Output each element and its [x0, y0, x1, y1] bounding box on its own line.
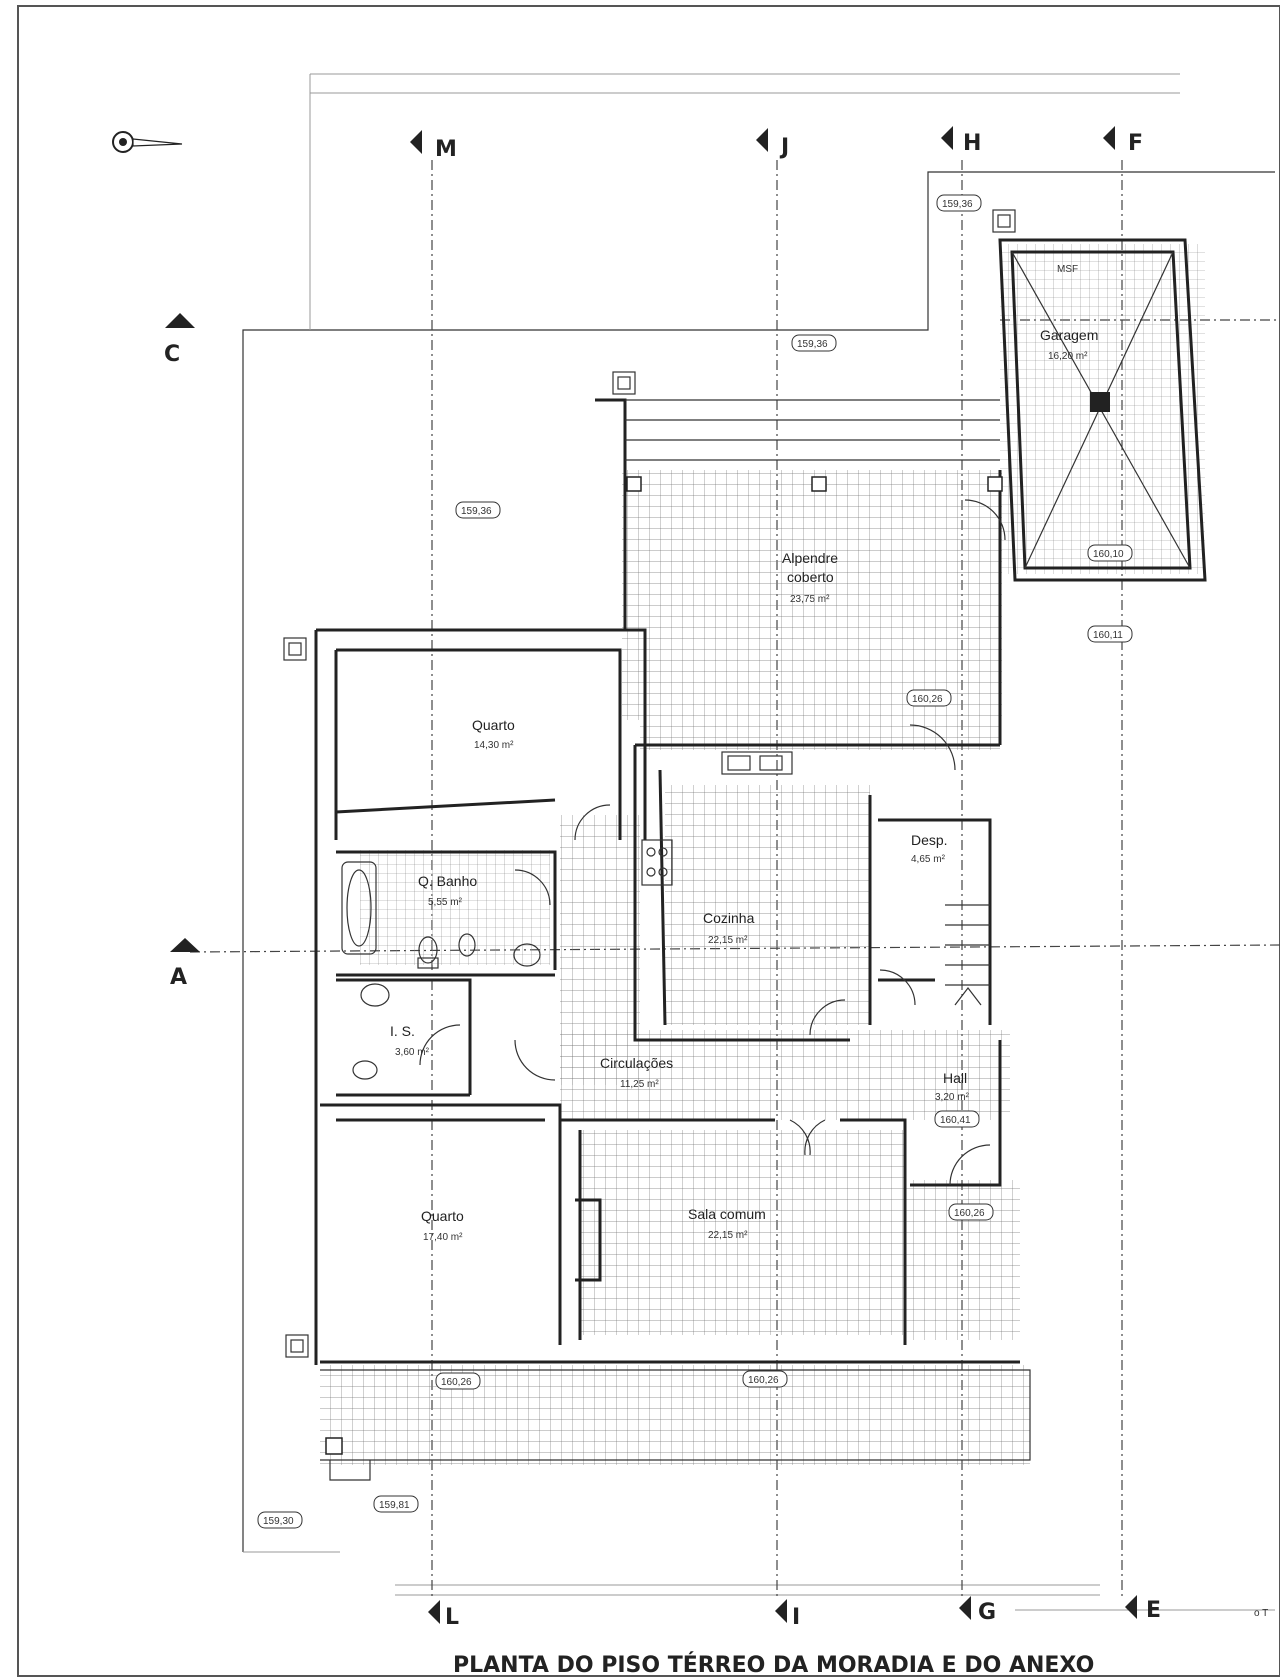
bidet-icon — [458, 933, 476, 957]
room-label-desp: Desp. 4,65 m² — [911, 832, 948, 865]
svg-text:11,25 m²: 11,25 m² — [620, 1079, 659, 1090]
axis-label: H — [963, 131, 981, 156]
north-arrow-icon — [112, 131, 183, 153]
svg-text:159,36: 159,36 — [797, 339, 828, 350]
svg-text:159,30: 159,30 — [263, 1516, 294, 1527]
msf-label: MSF — [1057, 264, 1078, 275]
svg-text:3,20 m²: 3,20 m² — [935, 1092, 970, 1103]
site-boundary-lower — [243, 1551, 1275, 1611]
svg-text:Garagem: Garagem — [1040, 327, 1098, 343]
svg-text:Quarto: Quarto — [421, 1208, 464, 1224]
svg-text:Cozinha: Cozinha — [703, 910, 755, 926]
room-label-quarto-2: Quarto 17,40 m² — [421, 1208, 464, 1243]
room-label-alpendre: Alpendre coberto 23,75 m² — [782, 550, 838, 605]
section-marker-a: A — [170, 938, 200, 990]
axis-label: J — [779, 135, 789, 160]
site-boundary — [242, 171, 1275, 1552]
svg-text:23,75 m²: 23,75 m² — [790, 594, 830, 605]
svg-text:14,30 m²: 14,30 m² — [474, 740, 514, 751]
svg-text:3,60 m²: 3,60 m² — [395, 1047, 430, 1058]
svg-text:159,81: 159,81 — [379, 1500, 410, 1511]
axis-marker-top-j: J — [756, 128, 789, 160]
room-label-circulacoes: Circulações 11,25 m² — [600, 1055, 673, 1090]
corner-note: o T — [1254, 1608, 1268, 1619]
house-walls — [314, 398, 1031, 1481]
plan-title: PLANTA DO PISO TÉRREO DA MORADIA E DO AN… — [453, 1652, 1094, 1678]
svg-text:4,65 m²: 4,65 m² — [911, 854, 946, 865]
dimension-lines-bottom — [395, 1584, 1100, 1596]
axis-label: G — [978, 1600, 996, 1625]
room-label-is: I. S. 3,60 m² — [390, 1023, 430, 1058]
room-label-q-banho: Q. Banho 5,55 m² — [418, 873, 477, 908]
svg-text:I. S.: I. S. — [390, 1023, 415, 1039]
axis-marker-bottom-l: L — [428, 1600, 459, 1630]
door-swings — [419, 724, 991, 1186]
room-label-cozinha: Cozinha 22,15 m² — [703, 910, 755, 946]
axis-marker-bottom-g: G — [959, 1596, 996, 1625]
section-label: C — [164, 342, 180, 367]
axis-label: E — [1146, 1598, 1161, 1623]
section-marker-c: C — [164, 313, 195, 367]
axis-label: M — [435, 137, 457, 162]
kitchen-sink-icon — [721, 751, 793, 775]
axis-label: I — [792, 1605, 800, 1630]
axis-label: F — [1128, 131, 1143, 156]
stair-icon — [945, 904, 990, 1006]
garage-walls — [964, 238, 1207, 582]
svg-text:160,11: 160,11 — [1093, 630, 1123, 641]
stove-icon — [641, 839, 673, 886]
svg-text:159,36: 159,36 — [461, 506, 492, 517]
wc-toilet-icon — [352, 1060, 378, 1080]
room-label-garagem: Garagem 16,20 m² — [1040, 327, 1098, 362]
svg-text:Hall: Hall — [943, 1070, 967, 1086]
svg-text:coberto: coberto — [787, 569, 834, 585]
svg-text:160,41: 160,41 — [940, 1115, 971, 1126]
page-border — [17, 5, 1280, 1677]
axis-marker-top-h: H — [941, 126, 981, 156]
svg-text:160,26: 160,26 — [912, 694, 943, 705]
axis-marker-top-m: M — [410, 130, 457, 162]
axis-marker-bottom-i: I — [775, 1599, 800, 1630]
svg-text:16,20 m²: 16,20 m² — [1048, 351, 1088, 362]
svg-text:Sala comum: Sala comum — [688, 1206, 766, 1222]
svg-text:17,40 m²: 17,40 m² — [423, 1232, 463, 1243]
svg-text:Desp.: Desp. — [911, 832, 948, 848]
svg-text:5,55 m²: 5,55 m² — [428, 897, 463, 908]
svg-text:160,26: 160,26 — [954, 1208, 985, 1219]
room-label-hall: Hall 3,20 m² — [935, 1070, 970, 1103]
svg-text:160,10: 160,10 — [1093, 549, 1124, 560]
room-label-sala-comum: Sala comum 22,15 m² — [688, 1206, 766, 1241]
svg-text:22,15 m²: 22,15 m² — [708, 935, 748, 946]
svg-text:160,26: 160,26 — [441, 1377, 472, 1388]
washbasin-icon — [360, 943, 541, 1007]
level-markers: 159,36 159,36 159,36 160,26 160,10 160,1… — [257, 194, 1133, 1529]
svg-text:22,15 m²: 22,15 m² — [708, 1230, 748, 1241]
svg-text:Circulações: Circulações — [600, 1055, 673, 1071]
svg-text:159,36: 159,36 — [942, 199, 973, 210]
axis-marker-top-f: F — [1103, 126, 1143, 156]
axis-marker-bottom-e: E — [1125, 1595, 1161, 1623]
svg-text:Quarto: Quarto — [472, 717, 515, 733]
toilet-icon — [417, 936, 439, 969]
pillar-markers — [283, 209, 1016, 1455]
axis-label: L — [445, 1605, 459, 1630]
svg-text:Alpendre: Alpendre — [782, 550, 838, 566]
dimension-lines-top — [309, 73, 1180, 330]
room-label-quarto-1: Quarto 14,30 m² — [472, 717, 515, 751]
svg-text:160,26: 160,26 — [748, 1375, 779, 1386]
section-label: A — [170, 965, 187, 990]
bathtub-icon — [341, 861, 377, 955]
svg-text:Q. Banho: Q. Banho — [418, 873, 477, 889]
tiled-floors — [320, 244, 1205, 1465]
